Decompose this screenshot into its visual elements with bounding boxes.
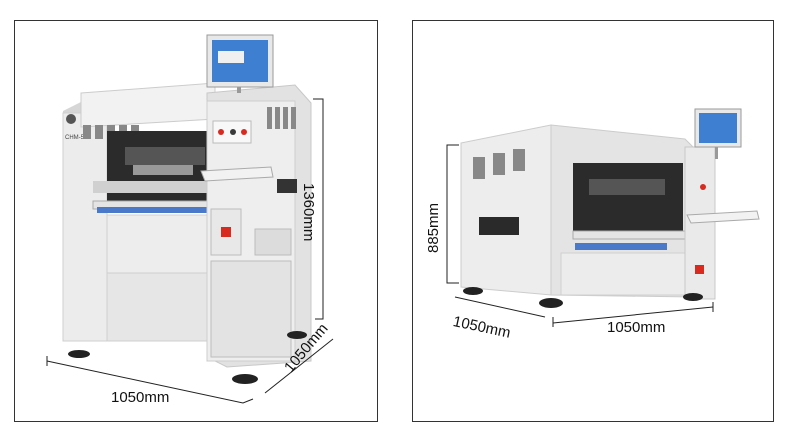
- power-switch-icon-right: [695, 265, 704, 274]
- emergency-stop-icon: [218, 129, 224, 135]
- feeder-bank-right: [572, 230, 686, 240]
- right-product-photo-panel: 885mm 1050mm 1050mm: [412, 20, 774, 422]
- left-product-photo-panel: CHM-551: [14, 20, 378, 422]
- right-machine-illustration: [446, 108, 760, 327]
- dimension-lines-right: [446, 144, 714, 327]
- feeder-tapes: [97, 207, 209, 213]
- monitor-screen-right: [699, 113, 737, 143]
- left-side-column: [62, 112, 108, 342]
- stop-button-icon: [241, 129, 247, 135]
- tower-vent-grille: [267, 107, 296, 129]
- width-dimension-label-right: 1050mm: [607, 319, 666, 336]
- output-tray: [200, 166, 274, 182]
- front-lower-panel: [106, 214, 208, 274]
- side-vent-grille: [473, 149, 525, 179]
- power-switch-icon: [221, 227, 231, 237]
- width-dimension-label: 1050mm: [111, 389, 170, 406]
- foot-left-right-view: [463, 287, 483, 295]
- side-port: [277, 179, 297, 193]
- height-dimension-label-right: 885mm: [425, 202, 442, 253]
- brand-model-text: CHM-551: [65, 135, 91, 141]
- gantry-head-right: [589, 179, 665, 195]
- base-cabinet-front: [106, 272, 208, 342]
- foot-front-left: [68, 350, 90, 358]
- foot-front-right: [232, 374, 258, 384]
- emergency-stop-icon-right: [700, 184, 706, 190]
- front-lower-panel-right: [560, 252, 686, 296]
- side-cabinet-door: [254, 228, 292, 256]
- monitor-arm-right: [715, 137, 718, 159]
- feeder-tapes-right: [575, 243, 667, 250]
- foot-rear-right: [287, 331, 307, 339]
- foot-rear-right-view: [683, 293, 703, 301]
- start-button-icon: [230, 129, 236, 135]
- right-tower-right: [684, 146, 716, 300]
- side-window: [479, 217, 519, 235]
- dimension-lines: [46, 98, 334, 404]
- gantry-head: [125, 147, 205, 165]
- brand-logo-icon: [66, 114, 76, 124]
- height-dimension-label: 1360mm: [300, 183, 317, 242]
- monitor-window: [218, 51, 244, 63]
- conveyor-rail: [93, 181, 211, 193]
- lower-cabinet-door: [210, 260, 292, 358]
- left-machine-illustration: CHM-551: [46, 34, 334, 404]
- top-canopy: [80, 82, 216, 128]
- foot-front-right-view: [539, 298, 563, 308]
- nozzle-row: [133, 165, 193, 175]
- placement-chamber-right: [573, 163, 683, 237]
- output-tray-right: [686, 210, 760, 224]
- machine-side-panel: [460, 124, 552, 296]
